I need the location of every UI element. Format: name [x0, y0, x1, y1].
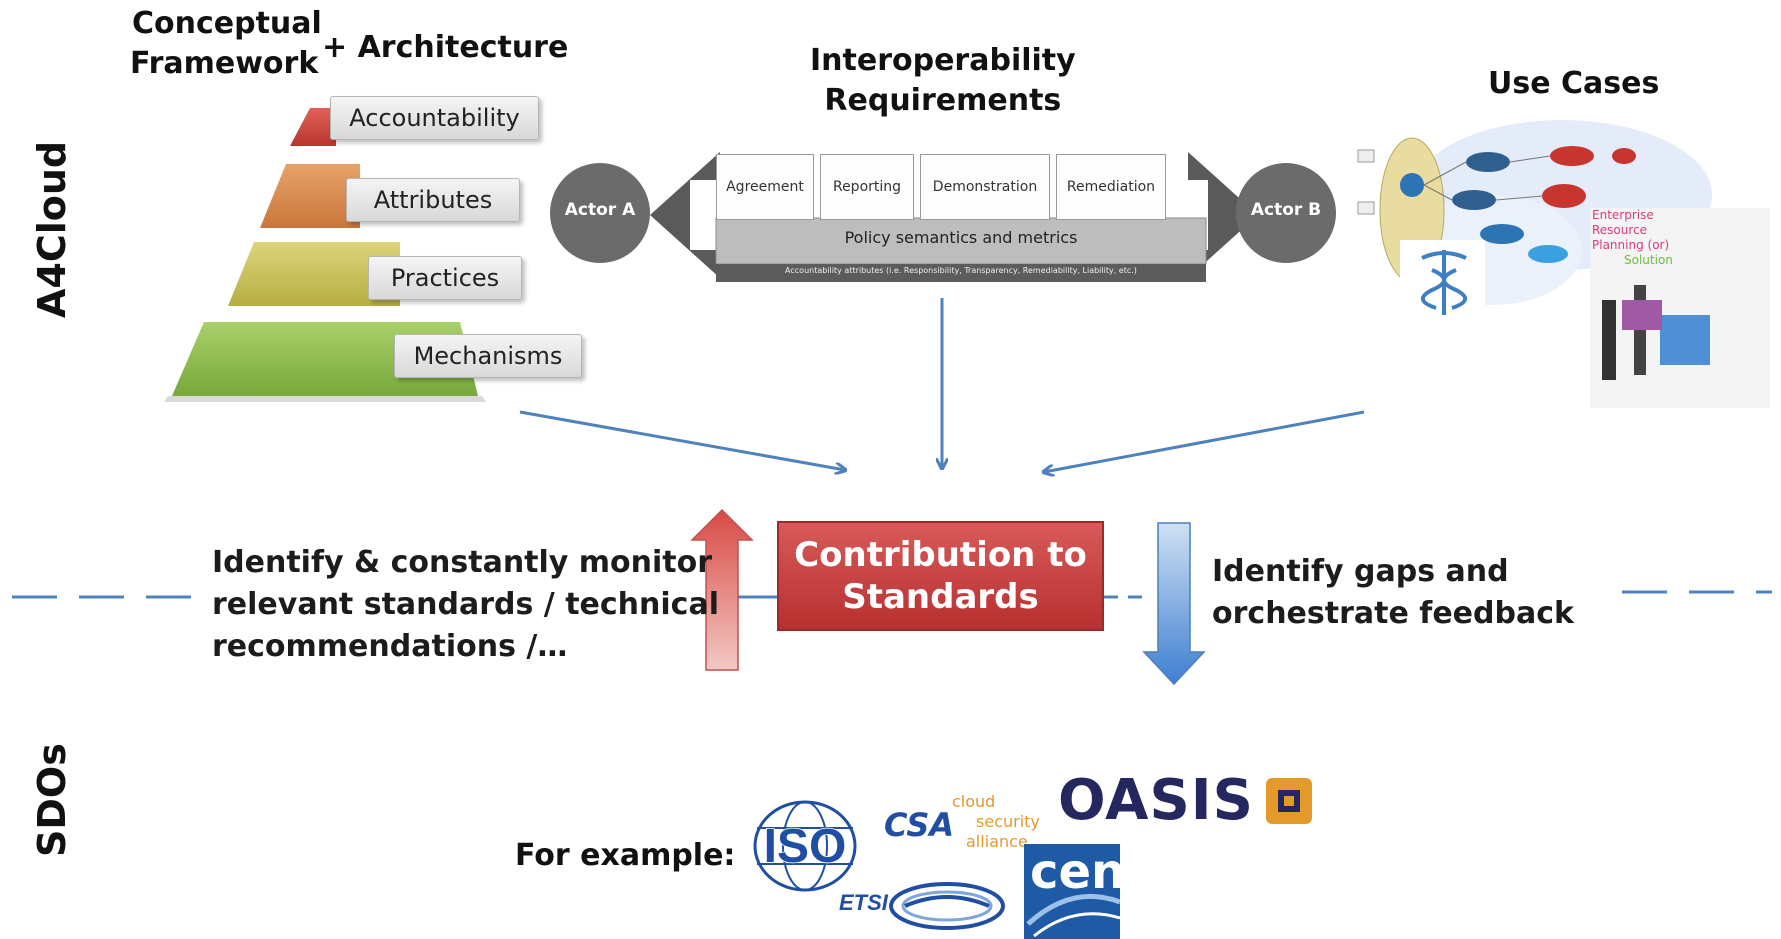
pyramid-label-practices: Practices	[368, 256, 522, 300]
tab-remediation: Remediation	[1056, 154, 1166, 220]
attributes-bar	[716, 264, 1206, 282]
actor-a-label: Actor A	[564, 200, 636, 220]
monitor-text-line3: recommendations /…	[212, 629, 568, 664]
iso-wordmark: ISO	[764, 820, 847, 873]
actor-a-circle	[550, 163, 650, 263]
erp-board	[1622, 300, 1662, 330]
oasis-wordmark: OASIS	[1058, 768, 1254, 833]
etsi-logo: ETSI	[839, 882, 1005, 930]
feedback-text: Identify gaps and orchestrate feedback	[1212, 551, 1574, 635]
pyramid-tier-1	[290, 108, 336, 146]
arrow-right-shape	[1188, 152, 1258, 278]
use-cases-collage	[1357, 120, 1770, 408]
erp-figure-1	[1602, 300, 1616, 380]
feedback-text-line1: Identify gaps and	[1212, 554, 1509, 589]
interop-diagram	[550, 152, 1336, 282]
etsi-swoosh-arc	[904, 895, 990, 908]
monitor-text-line1: Identify & constantly monitor	[212, 545, 713, 580]
attributes-strip-label: Accountability attributes (i.e. Responsi…	[785, 266, 1137, 275]
iso-globe-meridian	[782, 801, 828, 891]
csa-tag-3: alliance	[966, 832, 1028, 851]
interop-heading-line2: Requirements	[824, 83, 1062, 118]
connector-3	[1509, 155, 1551, 163]
framework-heading: Conceptual Framework	[130, 4, 322, 84]
interop-heading: Interoperability Requirements	[810, 41, 1076, 121]
doc-icon-1	[1357, 149, 1375, 163]
csa-tag-1: cloud	[952, 792, 996, 811]
actor-b-label: Actor B	[1250, 200, 1322, 220]
feedback-down-arrow	[1142, 522, 1206, 686]
pyramid-label-mechanisms: Mechanisms	[394, 334, 582, 378]
pyramid-label-attributes: Attributes	[346, 178, 520, 222]
tab-demonstration: Demonstration	[920, 154, 1050, 220]
feedback-text-line2: orchestrate feedback	[1212, 596, 1574, 631]
connector-2	[1423, 184, 1453, 201]
use-cases-heading: Use Cases	[1488, 66, 1660, 101]
framework-heading-line2: Framework	[130, 46, 319, 81]
monitor-up-arrow	[690, 508, 754, 671]
contribution-line1: Contribution to	[794, 535, 1087, 575]
erp-photo	[1590, 208, 1770, 408]
csa-wordmark: CSA	[884, 806, 955, 844]
contribution-line2: Standards	[842, 577, 1039, 617]
tab-agreement: Agreement	[716, 154, 814, 220]
connector-4	[1495, 195, 1543, 201]
etsi-wordmark: ETSI	[839, 890, 889, 915]
use-case-snippet-line3: Planning (or)	[1592, 238, 1670, 252]
csa-logo: CSA cloud security alliance	[882, 792, 1042, 854]
cen-wordmark: cen	[1030, 844, 1120, 900]
architecture-heading: + Architecture	[322, 30, 569, 65]
pyramid-label-accountability: Accountability	[330, 96, 539, 140]
oasis-logo: OASIS	[1058, 770, 1314, 832]
pyramid-tier-2	[260, 164, 360, 228]
etsi-swoosh-outer	[889, 882, 1005, 930]
node-blue-2	[1452, 190, 1496, 210]
process-node	[1400, 173, 1424, 197]
connector-1	[1423, 161, 1467, 186]
policy-label: Policy semantics and metrics	[844, 228, 1078, 247]
node-red-2	[1542, 184, 1586, 208]
csa-tag-2: security	[976, 812, 1040, 831]
node-red-3	[1612, 148, 1636, 164]
pyramid-shadow	[164, 396, 486, 402]
use-case-snippet-line2: Resource	[1592, 223, 1648, 237]
monitor-text-line2: relevant standards / technical	[212, 587, 719, 622]
use-case-snippet-line1: Enterprise	[1592, 208, 1654, 222]
interop-heading-line1: Interoperability	[810, 43, 1076, 78]
tab-reporting: Reporting	[820, 154, 914, 220]
use-case-snippet-line4: Solution	[1624, 253, 1673, 267]
monitor-text: Identify & constantly monitor relevant s…	[212, 542, 719, 668]
oasis-mark-icon	[1265, 778, 1312, 824]
erp-cube	[1660, 315, 1710, 365]
node-blue-3	[1480, 224, 1524, 244]
iso-logo: ISO	[753, 800, 857, 892]
doc-icon-2	[1357, 201, 1375, 215]
contribution-box: Contribution to Standards	[777, 521, 1104, 631]
example-label: For example:	[515, 838, 736, 873]
cen-logo: cen	[1024, 844, 1120, 939]
cen-swoosh-icon	[1026, 893, 1120, 938]
arrow-left-shape	[650, 152, 720, 278]
pyramid-tier-3	[228, 242, 400, 306]
actor-b-circle	[1236, 163, 1336, 263]
arrow-from-framework	[519, 410, 845, 470]
framework-heading-line1: Conceptual	[132, 6, 322, 41]
arrow-from-use-cases	[1044, 410, 1365, 472]
etsi-swoosh-inner	[901, 890, 993, 922]
caduceus-icon	[1421, 250, 1467, 315]
node-cyan	[1528, 245, 1568, 263]
node-red-1	[1550, 146, 1594, 166]
node-blue-1	[1466, 152, 1510, 172]
use-case-snippet: Enterprise Resource Planning (or) Soluti…	[1592, 208, 1673, 268]
